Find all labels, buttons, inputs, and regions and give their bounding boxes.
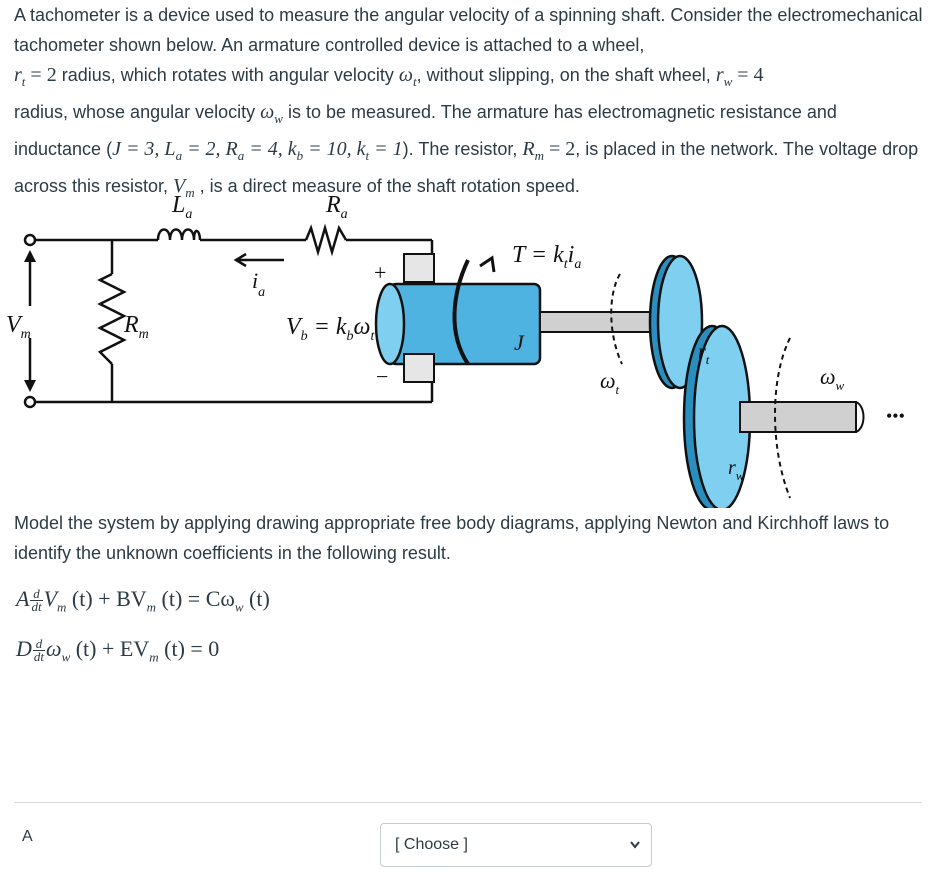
label-dots: •••	[886, 406, 905, 426]
label-ra: Ra	[325, 192, 348, 222]
label-torque: T = ktia	[512, 242, 581, 272]
chevron-down-icon	[629, 824, 641, 883]
divider	[14, 802, 922, 803]
wt-symbol: ωt	[398, 64, 417, 89]
label-plus: +	[374, 260, 386, 285]
label-ia: ia	[252, 268, 265, 300]
rt-symbol: rt	[14, 64, 26, 89]
label-j: J	[514, 330, 525, 355]
terminal-bottom	[23, 395, 37, 409]
omega-w-arc	[774, 337, 791, 499]
motor	[374, 253, 542, 383]
intro-text-3: , without slipping, on the shaft wheel,	[416, 65, 716, 85]
label-rm: Rm	[123, 312, 149, 342]
resistor-rm	[97, 272, 127, 365]
rw-value: = 4	[732, 64, 764, 86]
intro-text-1: A tachometer is a device used to measure…	[14, 5, 923, 55]
intro-text-8: , is a direct measure of the shaft rotat…	[194, 176, 580, 196]
label-vb: Vb = kbωt	[286, 314, 375, 344]
terminal-top	[23, 233, 37, 247]
problem-statement: A tachometer is a device used to measure…	[14, 0, 924, 208]
vm-symbol: Vm	[173, 175, 195, 200]
answer-label-a: A	[22, 828, 33, 845]
label-rw: rw	[728, 457, 745, 483]
rm-value: = 2	[543, 138, 576, 160]
intro-text-5: is to be measured. The armature has elec…	[14, 102, 837, 159]
inductor-la	[156, 228, 202, 241]
rw-symbol: rw	[715, 64, 733, 89]
label-rt: rt	[698, 341, 710, 367]
label-vm: Vm	[6, 312, 31, 342]
intro-text-6: ). The resistor,	[402, 139, 523, 159]
circuit-wires	[30, 238, 434, 404]
label-minus: −	[376, 364, 388, 389]
resistor-ra	[304, 223, 348, 257]
label-omega-w: ωw	[820, 364, 845, 393]
shaft-wheel	[682, 324, 865, 508]
current-arrow	[233, 252, 284, 268]
motor-shaft	[539, 311, 651, 333]
answer-select-a[interactable]: [ Choose ]	[380, 823, 652, 867]
rm-symbol: Rm	[522, 138, 544, 163]
intro-text-7: , is placed in the network. The voltage …	[14, 139, 919, 196]
label-la: La	[171, 192, 192, 222]
params: J = 3, La = 2, Ra = 4, kb = 10, kt = 1	[112, 138, 403, 163]
select-value: [ Choose ]	[395, 836, 468, 853]
ww-symbol: ωw	[260, 101, 283, 126]
rt-value: = 2	[25, 64, 57, 86]
omega-t-arc	[610, 273, 623, 365]
instruction-text: Model the system by applying drawing app…	[14, 513, 890, 563]
intro-text-2: radius, which rotates with angular veloc…	[56, 65, 399, 85]
vm-arrow	[24, 250, 36, 392]
label-omega-t: ωt	[600, 368, 620, 397]
tachometer-diagram: La Ra ia Vm Rm Vb = kbωt T = ktia J + − …	[6, 192, 905, 508]
intro-text-4: radius, whose angular velocity	[14, 102, 261, 122]
